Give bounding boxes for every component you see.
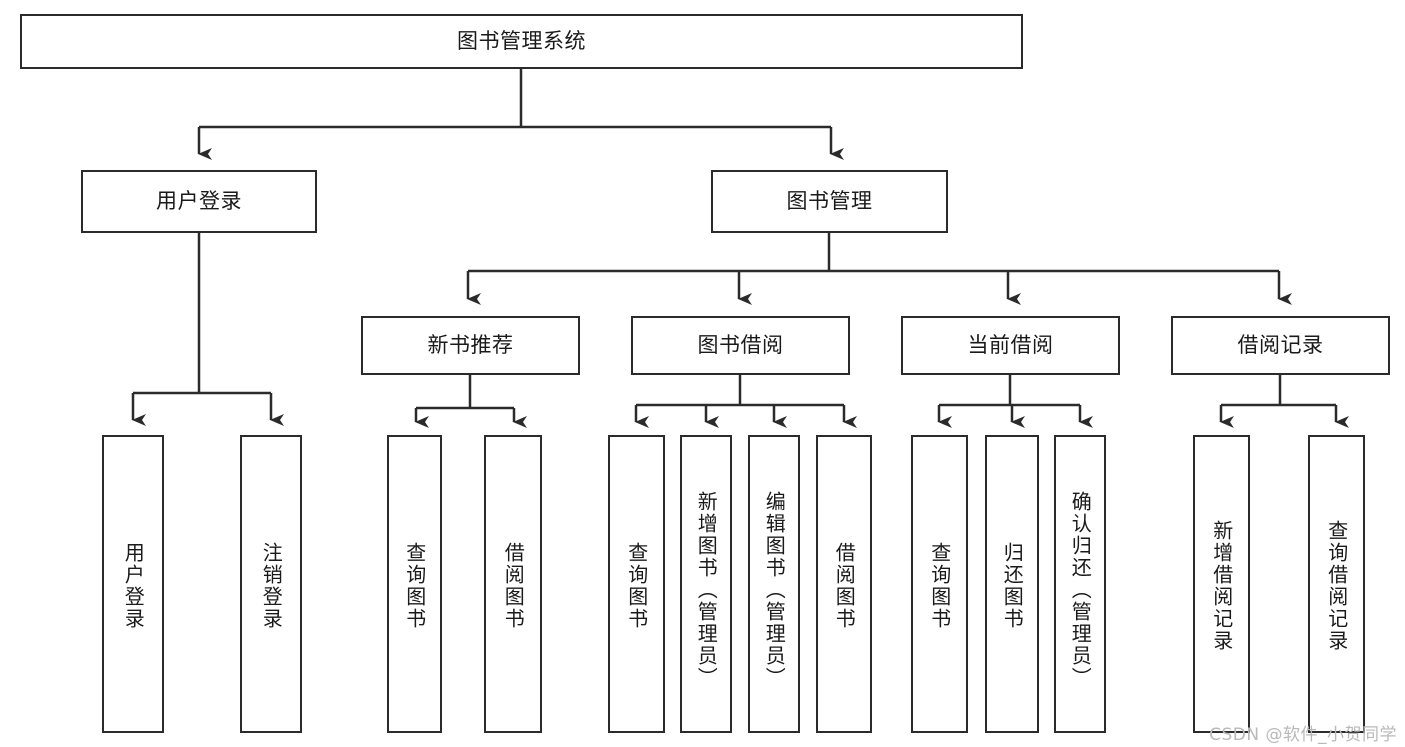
node-borrow-record[interactable]: 借阅记录 [1171, 316, 1390, 375]
node-current-borrow[interactable]: 当前借阅 [901, 316, 1120, 375]
node-book-manage-label: 图书管理 [786, 189, 873, 214]
node-root[interactable]: 图书管理系统 [20, 14, 1023, 69]
node-leaf-confirm-return[interactable]: 确认归还（管理员） [1054, 435, 1106, 733]
node-leaf-edit-book-label: 编辑图书（管理员） [762, 491, 787, 689]
node-leaf-query-book-1-label: 查询图书 [402, 542, 427, 630]
node-leaf-borrow-book-1-label: 借阅图书 [501, 542, 526, 630]
node-leaf-add-borrow-record-label: 新增借阅记录 [1209, 520, 1234, 652]
node-leaf-query-book-2-label: 查询图书 [624, 542, 649, 630]
node-book-borrow-label: 图书借阅 [697, 333, 784, 358]
node-leaf-confirm-return-label: 确认归还（管理员） [1068, 491, 1093, 689]
node-book-manage[interactable]: 图书管理 [711, 170, 948, 233]
node-leaf-borrow-book-2[interactable]: 借阅图书 [816, 435, 872, 733]
node-user-login-label: 用户登录 [156, 189, 242, 214]
node-leaf-add-book-label: 新增图书（管理员） [694, 491, 719, 689]
node-leaf-borrow-book-2-label: 借阅图书 [832, 542, 857, 630]
node-new-book-recommend[interactable]: 新书推荐 [361, 316, 580, 375]
node-new-book-recommend-label: 新书推荐 [427, 333, 514, 358]
node-user-login[interactable]: 用户登录 [81, 170, 317, 233]
node-leaf-query-borrow-record[interactable]: 查询借阅记录 [1308, 435, 1365, 733]
node-current-borrow-label: 当前借阅 [967, 333, 1054, 358]
node-root-label: 图书管理系统 [457, 29, 586, 54]
node-leaf-return-book-label: 归还图书 [1000, 542, 1025, 630]
node-leaf-query-book-3-label: 查询图书 [927, 542, 952, 630]
node-leaf-add-borrow-record[interactable]: 新增借阅记录 [1193, 435, 1250, 733]
node-leaf-query-book-1[interactable]: 查询图书 [387, 435, 442, 733]
node-leaf-logout[interactable]: 注销登录 [240, 435, 302, 733]
node-leaf-edit-book[interactable]: 编辑图书（管理员） [748, 435, 800, 733]
watermark: CSDN @软件_小贺同学 [1209, 725, 1397, 745]
node-borrow-record-label: 借阅记录 [1237, 333, 1324, 358]
node-leaf-borrow-book-1[interactable]: 借阅图书 [484, 435, 542, 733]
node-leaf-return-book[interactable]: 归还图书 [985, 435, 1039, 733]
node-leaf-user-login[interactable]: 用户登录 [102, 435, 164, 733]
node-leaf-query-borrow-record-label: 查询借阅记录 [1324, 520, 1349, 652]
node-leaf-add-book[interactable]: 新增图书（管理员） [680, 435, 732, 733]
node-leaf-user-login-label: 用户登录 [121, 542, 146, 630]
node-leaf-logout-label: 注销登录 [259, 542, 284, 630]
node-book-borrow[interactable]: 图书借阅 [631, 316, 850, 375]
node-leaf-query-book-3[interactable]: 查询图书 [911, 435, 968, 733]
node-leaf-query-book-2[interactable]: 查询图书 [608, 435, 665, 733]
